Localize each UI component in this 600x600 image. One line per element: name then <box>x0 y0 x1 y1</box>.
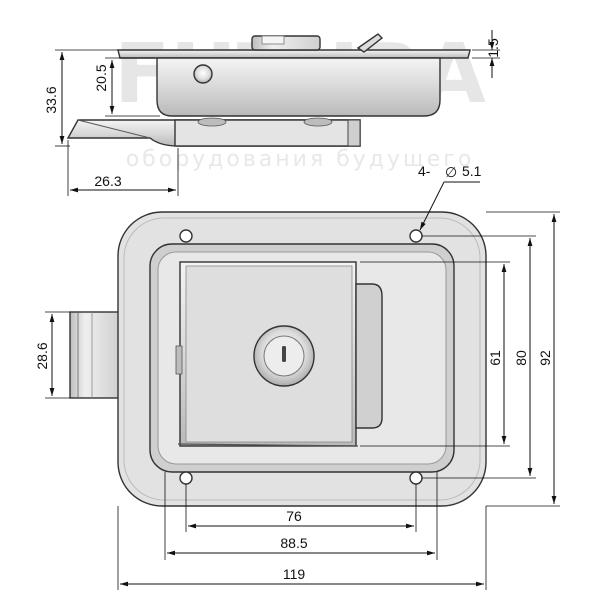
dim-total-height: 33.6 <box>43 86 59 113</box>
side-view-dimensions: 1.5 20.5 33.6 26.3 <box>43 30 501 196</box>
dim-hole-spacing-horizontal: 76 <box>286 508 302 524</box>
side-flange <box>117 49 471 59</box>
dim-inner-width: 88.5 <box>280 535 307 551</box>
mounting-hole-top-right <box>409 229 423 243</box>
mounting-hole-bottom-right <box>409 471 423 485</box>
side-body <box>156 57 441 117</box>
dim-handle-offset: 26.3 <box>94 173 121 189</box>
diameter-symbol-icon: ∅ <box>445 164 457 180</box>
mounting-hole-bottom-left <box>179 471 193 485</box>
side-tab <box>356 33 384 53</box>
front-paddle-grip <box>355 283 383 429</box>
watermark-tagline: оборудования будущего <box>126 147 475 172</box>
mounting-hole-top-left <box>179 229 193 243</box>
side-view <box>66 33 471 147</box>
dim-hole-spacing-vertical: 80 <box>513 350 529 366</box>
keyhole-icon <box>282 346 286 362</box>
dim-hole-diameter: 5.1 <box>462 163 482 179</box>
dim-bolt-height: 28.6 <box>34 342 50 369</box>
dim-holes-count: 4- <box>418 163 431 179</box>
dim-top-height: 20.5 <box>93 64 109 91</box>
side-rivet <box>193 64 213 84</box>
front-view-dimensions: 4- ∅ 5.1 61 80 92 28.6 76 <box>34 163 560 590</box>
dim-top-thickness: 1.5 <box>485 38 501 58</box>
front-bolt <box>69 311 121 399</box>
dim-inner-height: 61 <box>487 350 503 366</box>
dim-overall-height: 92 <box>537 350 553 366</box>
dim-overall-width: 119 <box>283 566 306 582</box>
front-view <box>69 211 487 507</box>
lock-cylinder <box>253 325 315 387</box>
